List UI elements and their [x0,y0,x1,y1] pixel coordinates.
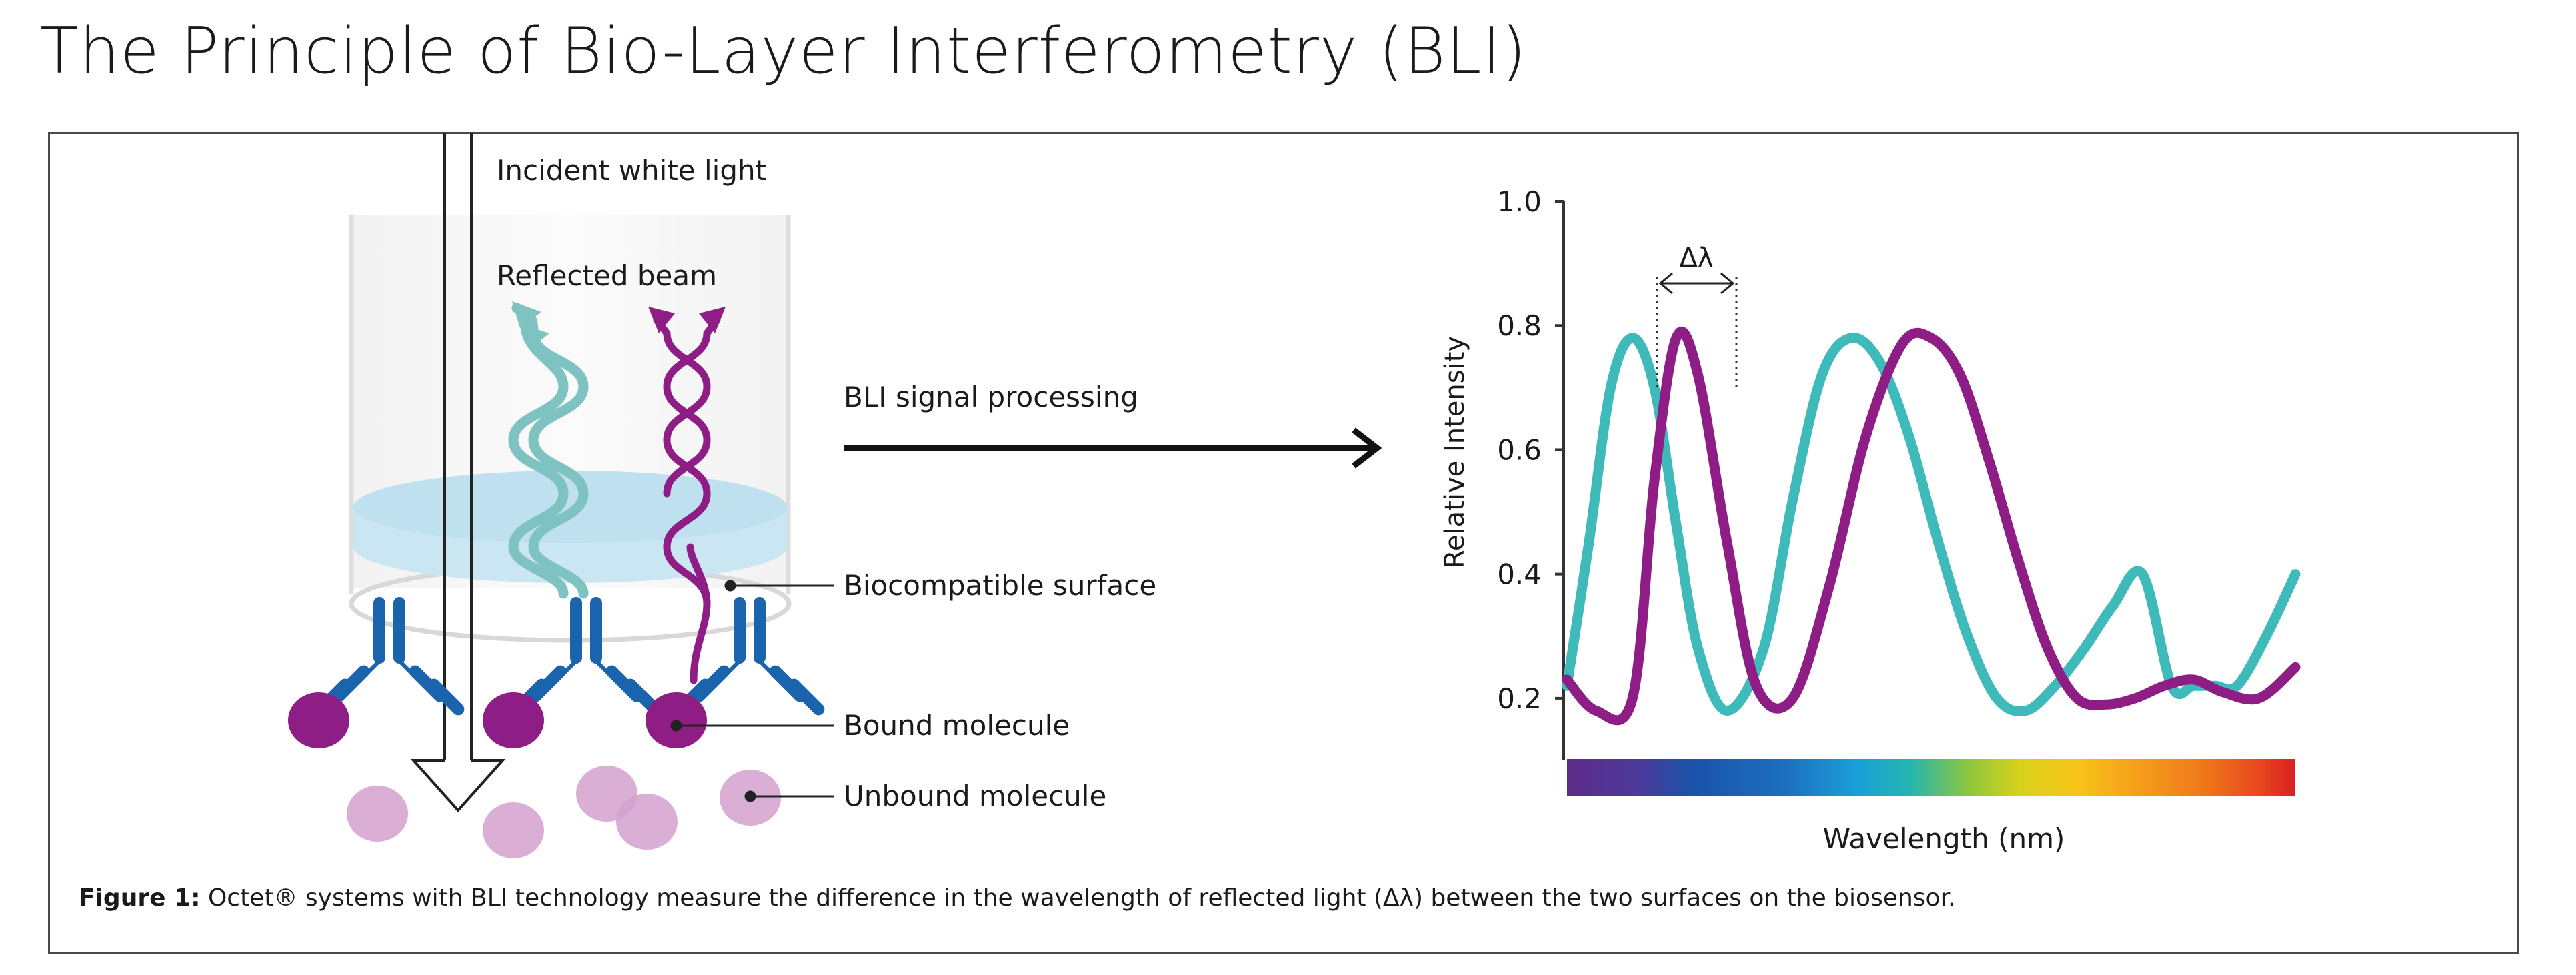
figure-caption: Figure 1: Octet® systems with BLI techno… [79,884,1956,912]
x-axis-label: Wavelength (nm) [1823,822,2065,855]
interference-chart: 1.0 0.8 0.6 0.4 0.2 Δλ Relative Intensity Wa… [1440,185,2301,855]
y-ticks: 1.0 0.8 0.6 0.4 0.2 [1497,185,1564,715]
y-axis-label: Relative Intensity [1440,336,1470,568]
caption-text: Octet® systems with BLI technology measu… [207,884,1956,912]
y-tick-label: 0.6 [1497,433,1542,466]
y-tick-label: 0.8 [1497,309,1542,342]
page-title: The Principle of Bio-Layer Interferometr… [40,15,1527,88]
label-incident: Incident white light [497,154,766,187]
teal-arrowheads [512,301,549,349]
incident-light-arrow [410,133,506,813]
label-surface: Biocompatible surface [844,569,1156,602]
figure-frame [48,132,2519,954]
caption-lead: Figure 1: [79,884,201,912]
unbound-molecules [347,766,781,858]
delta-lambda-marker: Δλ [1656,243,1738,387]
purple-arrowheads [648,307,726,333]
y-tick-label: 1.0 [1497,185,1542,218]
label-processing: BLI signal processing [844,381,1138,413]
delta-lambda-label: Δλ [1679,243,1713,273]
callout-leaders [670,580,834,802]
label-bound: Bound molecule [844,709,1070,742]
label-unbound: Unbound molecule [844,780,1106,812]
series-layer [1562,326,2301,726]
y-tick-label: 0.2 [1497,682,1542,715]
biocompatible-surface-layer [353,471,787,583]
processing-arrow [844,427,1382,469]
wavelength-spectrum-bar [1567,759,2295,796]
purple-series-line [1562,326,2301,726]
label-reflected: Reflected beam [497,259,717,292]
teal-series-line [1562,333,2301,717]
y-tick-label: 0.4 [1497,558,1542,591]
